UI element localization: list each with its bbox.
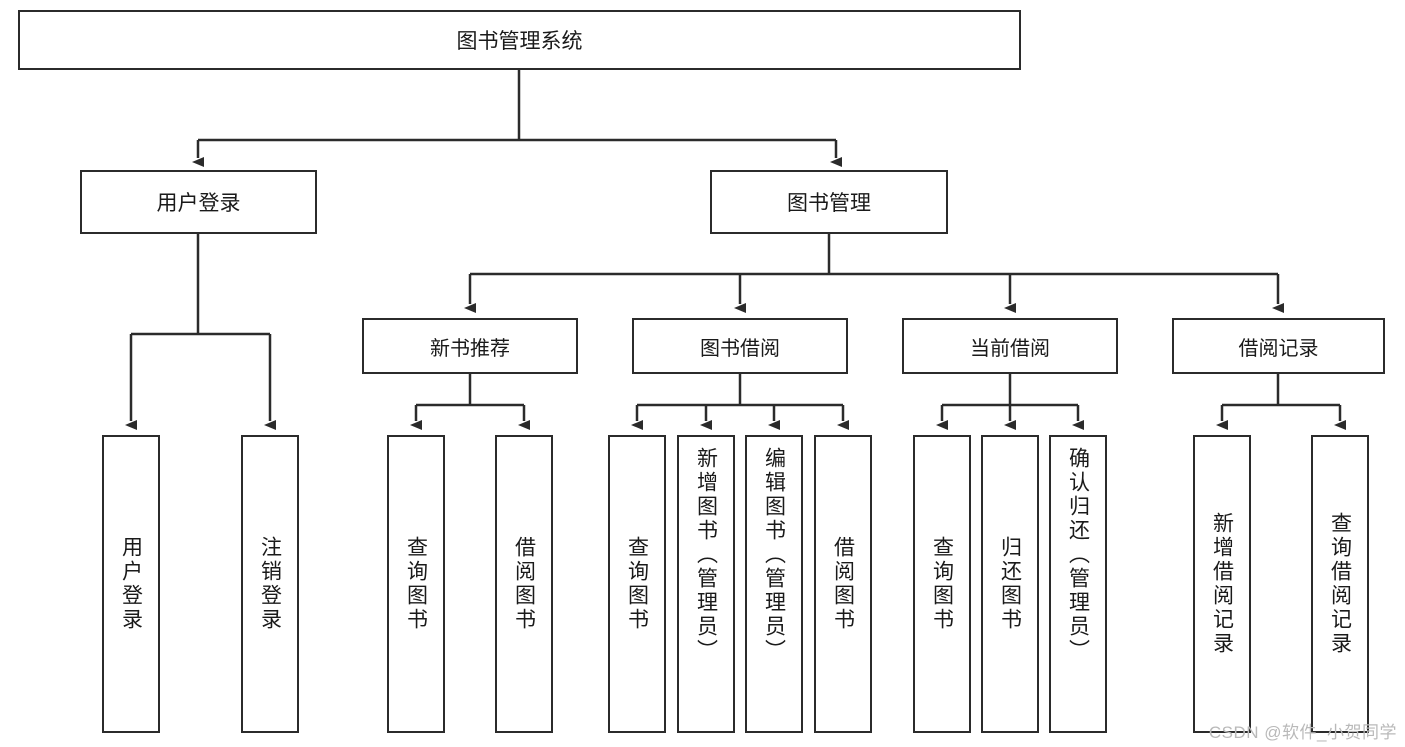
leaf-borrow-book[interactable]: 借阅图书 xyxy=(814,435,872,733)
leaf-edit-book-admin[interactable]: 编辑图书（管理员） xyxy=(745,435,803,733)
leaf-return-book[interactable]: 归还图书 xyxy=(981,435,1039,733)
leaf-logout[interactable]: 注销登录 xyxy=(241,435,299,733)
node-label: 用户登录 xyxy=(156,192,241,215)
leaf-label: 注销登录 xyxy=(258,536,282,632)
leaf-label: 归还图书 xyxy=(998,536,1022,632)
node-book-management[interactable]: 图书管理 xyxy=(710,170,948,234)
node-label: 图书管理 xyxy=(787,192,871,215)
leaf-label: 查询图书 xyxy=(625,536,649,632)
leaf-label: 查询图书 xyxy=(404,536,428,632)
leaf-label: 用户登录 xyxy=(119,536,143,632)
leaf-label: 借阅图书 xyxy=(512,536,536,632)
leaf-add-book-admin[interactable]: 新增图书（管理员） xyxy=(677,435,735,733)
node-label: 当前借阅 xyxy=(970,337,1050,360)
node-label: 借阅记录 xyxy=(1238,337,1319,360)
node-book-borrow[interactable]: 图书借阅 xyxy=(632,318,848,374)
leaf-label: 编辑图书（管理员） xyxy=(762,447,786,663)
leaf-label: 查询图书 xyxy=(930,536,954,632)
leaf-label: 查询借阅记录 xyxy=(1328,512,1352,656)
node-current-borrow[interactable]: 当前借阅 xyxy=(902,318,1118,374)
leaf-add-borrow-record[interactable]: 新增借阅记录 xyxy=(1193,435,1251,733)
watermark: CSDN @软件_小贺同学 xyxy=(1208,723,1397,742)
node-borrow-record[interactable]: 借阅记录 xyxy=(1172,318,1385,374)
node-label: 图书管理系统 xyxy=(456,30,583,53)
leaf-query-book-recommend[interactable]: 查询图书 xyxy=(387,435,445,733)
node-label: 新书推荐 xyxy=(430,337,510,360)
leaf-query-book-borrow[interactable]: 查询图书 xyxy=(608,435,666,733)
leaf-query-book-current[interactable]: 查询图书 xyxy=(913,435,971,733)
leaf-label: 新增借阅记录 xyxy=(1210,512,1234,656)
leaf-label: 新增图书（管理员） xyxy=(694,447,718,663)
leaf-borrow-book-recommend[interactable]: 借阅图书 xyxy=(495,435,553,733)
node-label: 图书借阅 xyxy=(700,337,780,360)
node-root-book-management-system[interactable]: 图书管理系统 xyxy=(18,10,1021,70)
leaf-confirm-return-admin[interactable]: 确认归还（管理员） xyxy=(1049,435,1107,733)
node-user-login[interactable]: 用户登录 xyxy=(80,170,317,234)
node-new-book-recommend[interactable]: 新书推荐 xyxy=(362,318,578,374)
leaf-query-borrow-record[interactable]: 查询借阅记录 xyxy=(1311,435,1369,733)
leaf-label: 借阅图书 xyxy=(831,536,855,632)
leaf-label: 确认归还（管理员） xyxy=(1066,447,1090,663)
leaf-user-login[interactable]: 用户登录 xyxy=(102,435,160,733)
